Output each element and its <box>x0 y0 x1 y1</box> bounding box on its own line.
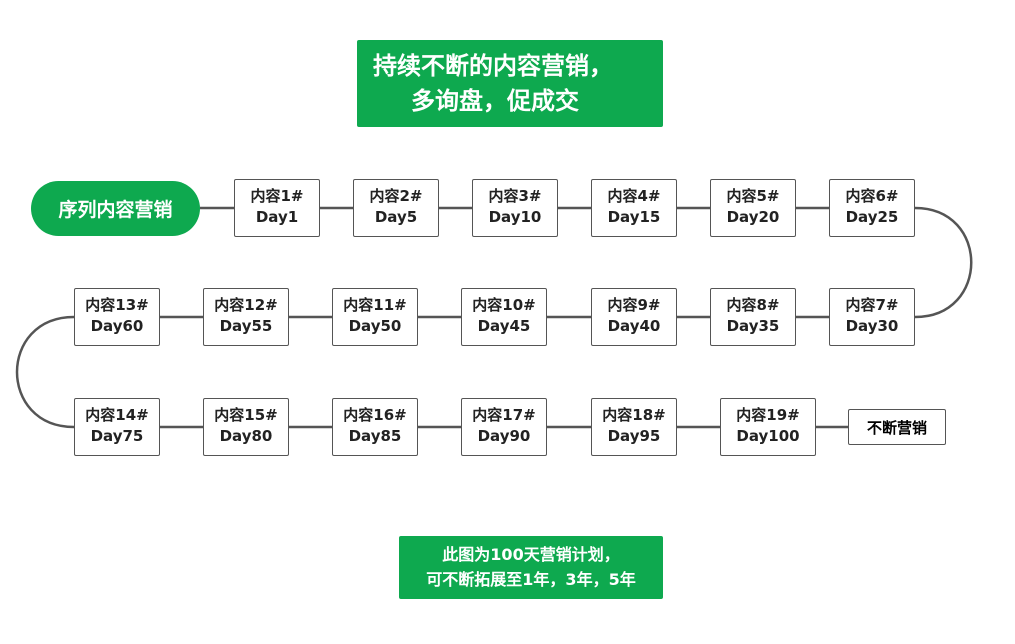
node-day: Day1 <box>255 208 299 226</box>
content-node-4: 内容4# Day15 <box>591 179 677 237</box>
content-node-7: 内容7# Day30 <box>829 288 915 346</box>
node-label: 内容10# <box>472 296 536 314</box>
node-label: 内容11# <box>343 296 407 314</box>
content-node-10: 内容10# Day45 <box>461 288 547 346</box>
content-node-16: 内容16# Day85 <box>332 398 418 456</box>
content-node-17: 内容17# Day90 <box>461 398 547 456</box>
node-label: 内容17# <box>472 406 536 424</box>
title-line-1: 持续不断的内容营销， <box>373 52 613 80</box>
footer-note: 此图为100天营销计划， 可不断拓展至1年，3年，5年 <box>399 536 663 599</box>
title-banner: 持续不断的内容营销， 多询盘，促成交 <box>357 40 663 127</box>
node-label: 内容1# <box>250 187 304 205</box>
node-day: Day40 <box>607 317 661 335</box>
node-label: 内容6# <box>845 187 899 205</box>
node-day: Day50 <box>348 317 402 335</box>
node-label: 内容15# <box>214 406 278 424</box>
content-node-19: 内容19# Day100 <box>720 398 816 456</box>
node-day: Day10 <box>488 208 542 226</box>
node-day: Day85 <box>348 427 402 445</box>
node-day: Day95 <box>607 427 661 445</box>
node-day: Day20 <box>726 208 780 226</box>
content-node-12: 内容12# Day55 <box>203 288 289 346</box>
node-label: 内容14# <box>85 406 149 424</box>
node-day: Day100 <box>736 427 800 445</box>
node-day: Day55 <box>219 317 273 335</box>
node-label: 内容8# <box>726 296 780 314</box>
node-label: 内容3# <box>488 187 542 205</box>
node-day: Day60 <box>90 317 144 335</box>
footer-line-1: 此图为100天营销计划， <box>442 545 620 564</box>
footer-line-2: 可不断拓展至1年，3年，5年 <box>426 570 636 589</box>
content-node-18: 内容18# Day95 <box>591 398 677 456</box>
node-label: 内容16# <box>343 406 407 424</box>
content-node-15: 内容15# Day80 <box>203 398 289 456</box>
node-day: Day15 <box>607 208 661 226</box>
node-day: Day30 <box>845 317 899 335</box>
node-day: Day80 <box>219 427 273 445</box>
node-day: Day35 <box>726 317 780 335</box>
content-node-14: 内容14# Day75 <box>74 398 160 456</box>
content-node-13: 内容13# Day60 <box>74 288 160 346</box>
node-label: 内容12# <box>214 296 278 314</box>
node-label: 内容5# <box>726 187 780 205</box>
node-day: Day90 <box>477 427 531 445</box>
node-day: Day45 <box>477 317 531 335</box>
node-label: 内容18# <box>602 406 666 424</box>
node-label: 内容4# <box>607 187 661 205</box>
content-node-6: 内容6# Day25 <box>829 179 915 237</box>
node-label: 内容2# <box>369 187 423 205</box>
node-day: Day75 <box>90 427 144 445</box>
content-node-1: 内容1# Day1 <box>234 179 320 237</box>
node-label: 内容13# <box>85 296 149 314</box>
node-label: 内容7# <box>845 296 899 314</box>
node-label: 内容9# <box>607 296 661 314</box>
node-day: Day5 <box>374 208 418 226</box>
content-node-2: 内容2# Day5 <box>353 179 439 237</box>
node-label: 内容19# <box>736 406 800 424</box>
start-node: 序列内容营销 <box>31 181 200 236</box>
content-node-11: 内容11# Day50 <box>332 288 418 346</box>
title-line-2: 多询盘，促成交 <box>411 87 579 115</box>
content-node-5: 内容5# Day20 <box>710 179 796 237</box>
content-node-8: 内容8# Day35 <box>710 288 796 346</box>
node-day: Day25 <box>845 208 899 226</box>
end-node: 不断营销 <box>848 409 946 445</box>
content-node-9: 内容9# Day40 <box>591 288 677 346</box>
content-node-3: 内容3# Day10 <box>472 179 558 237</box>
